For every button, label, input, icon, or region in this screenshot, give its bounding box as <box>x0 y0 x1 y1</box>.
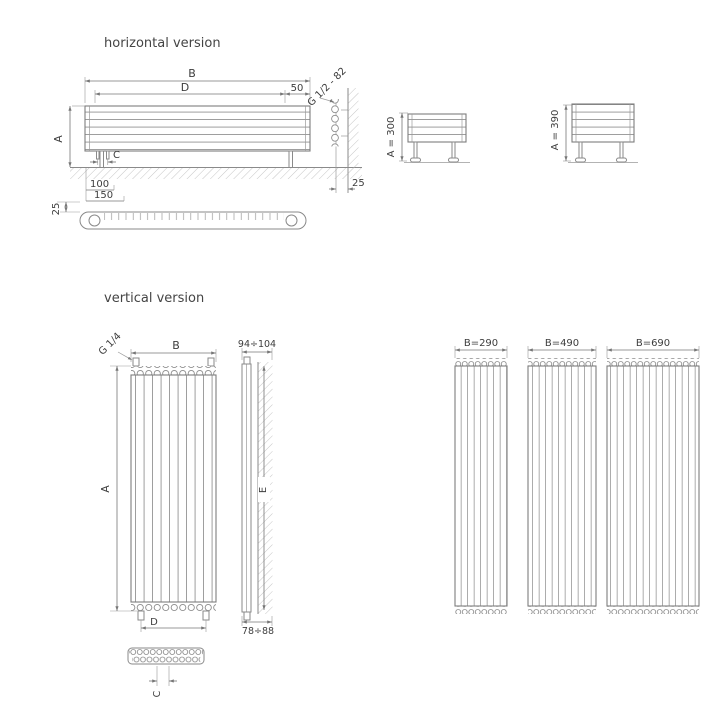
dim-label-b-vertical: B <box>172 339 180 352</box>
right-leg <box>288 150 293 168</box>
dim-label-c-plan: C <box>152 690 163 697</box>
radiator-body-b290 <box>454 365 508 607</box>
dim-label-a-vertical: A <box>99 485 112 493</box>
dim-label-50: 50 <box>291 83 304 94</box>
horizontal-plan-view: 25 <box>51 201 307 230</box>
variant-b290: B=290 <box>454 338 508 614</box>
top-tube-ends <box>607 358 699 366</box>
dim-label-25-wall: 25 <box>352 178 365 189</box>
radiator-body-a300 <box>407 113 467 143</box>
left-leg <box>99 150 104 168</box>
label-backing <box>258 477 270 502</box>
dim-label-100: 100 <box>90 179 109 190</box>
dim-label-e: E <box>258 487 269 493</box>
top-connector <box>207 357 215 367</box>
dim-label-d-vertical: D <box>150 617 158 628</box>
bottom-tube-ends <box>528 606 596 614</box>
foot <box>448 157 459 163</box>
dim-label-150: 150 <box>94 190 113 201</box>
radiator-body-vertical <box>130 374 217 603</box>
plan-tube-divisions <box>104 213 284 220</box>
foot <box>410 157 421 163</box>
plan-tube-row-back <box>132 655 201 663</box>
top-tube-ends <box>131 366 216 375</box>
floor-hatch <box>70 168 362 179</box>
bottom-tube-ends <box>455 606 507 614</box>
plan-collector-right <box>285 214 298 227</box>
dim-label-25-plan: 25 <box>51 203 62 216</box>
plan-collector-left <box>88 214 101 227</box>
dim-label-d: D <box>181 81 189 94</box>
dim-label-a: A <box>52 135 65 143</box>
thread-size-label-vertical: G 1/4 <box>97 331 124 358</box>
foot <box>575 157 586 163</box>
horizontal-section-title: horizontal version <box>104 36 221 51</box>
leg <box>413 141 418 159</box>
top-connector <box>132 357 140 367</box>
plan-tube-row-front <box>129 647 203 656</box>
radiator-body-b490 <box>527 365 597 607</box>
top-connector-side <box>243 356 251 365</box>
variant-b690: B=690 <box>606 338 700 614</box>
variant-b490: B=490 <box>527 338 597 614</box>
vertical-plan-view: C <box>127 647 205 697</box>
radiator-body-a390 <box>571 103 635 143</box>
bottom-connector <box>137 610 145 621</box>
variant-width-label: B=690 <box>636 338 670 349</box>
thread-size-label: G 1/2 - 82 <box>306 66 349 109</box>
height-label-a300: A = 300 <box>386 117 397 158</box>
bottom-connector <box>202 610 210 621</box>
variant-width-label: B=290 <box>464 338 498 349</box>
vertical-section-title: vertical version <box>104 291 204 306</box>
dim-label-depth-top: 94÷104 <box>238 339 276 350</box>
top-tube-ends <box>455 358 507 366</box>
dim-label-depth-bottom: 78÷88 <box>242 626 274 637</box>
leg <box>451 141 456 159</box>
valve-column <box>331 99 341 147</box>
connection-stub <box>106 150 110 160</box>
radiator-body-b690 <box>606 365 700 607</box>
wall-hatch <box>348 88 359 168</box>
side-view-a300: A = 300 <box>386 112 470 163</box>
foot <box>616 157 627 163</box>
leg <box>578 141 583 159</box>
dim-label-b: B <box>188 67 196 80</box>
horizontal-front-view: B D 50 A C 100 150 G 1/2 - <box>52 66 365 202</box>
variant-width-label: B=490 <box>545 338 579 349</box>
bottom-connector-side <box>243 611 251 621</box>
vertical-side-view: 94÷104 E 78÷88 <box>238 339 276 637</box>
vertical-front-view: B G 1/4 A D <box>97 331 217 632</box>
connection-stub <box>96 150 100 160</box>
bottom-tube-ends <box>131 602 216 611</box>
side-view-a390: A = 390 <box>550 103 638 163</box>
radiator-body <box>84 105 311 152</box>
bottom-tube-ends <box>607 606 699 614</box>
leg <box>619 141 624 159</box>
dim-label-c: C <box>113 150 120 161</box>
top-tube-ends <box>528 358 596 366</box>
height-label-a390: A = 390 <box>550 110 561 151</box>
